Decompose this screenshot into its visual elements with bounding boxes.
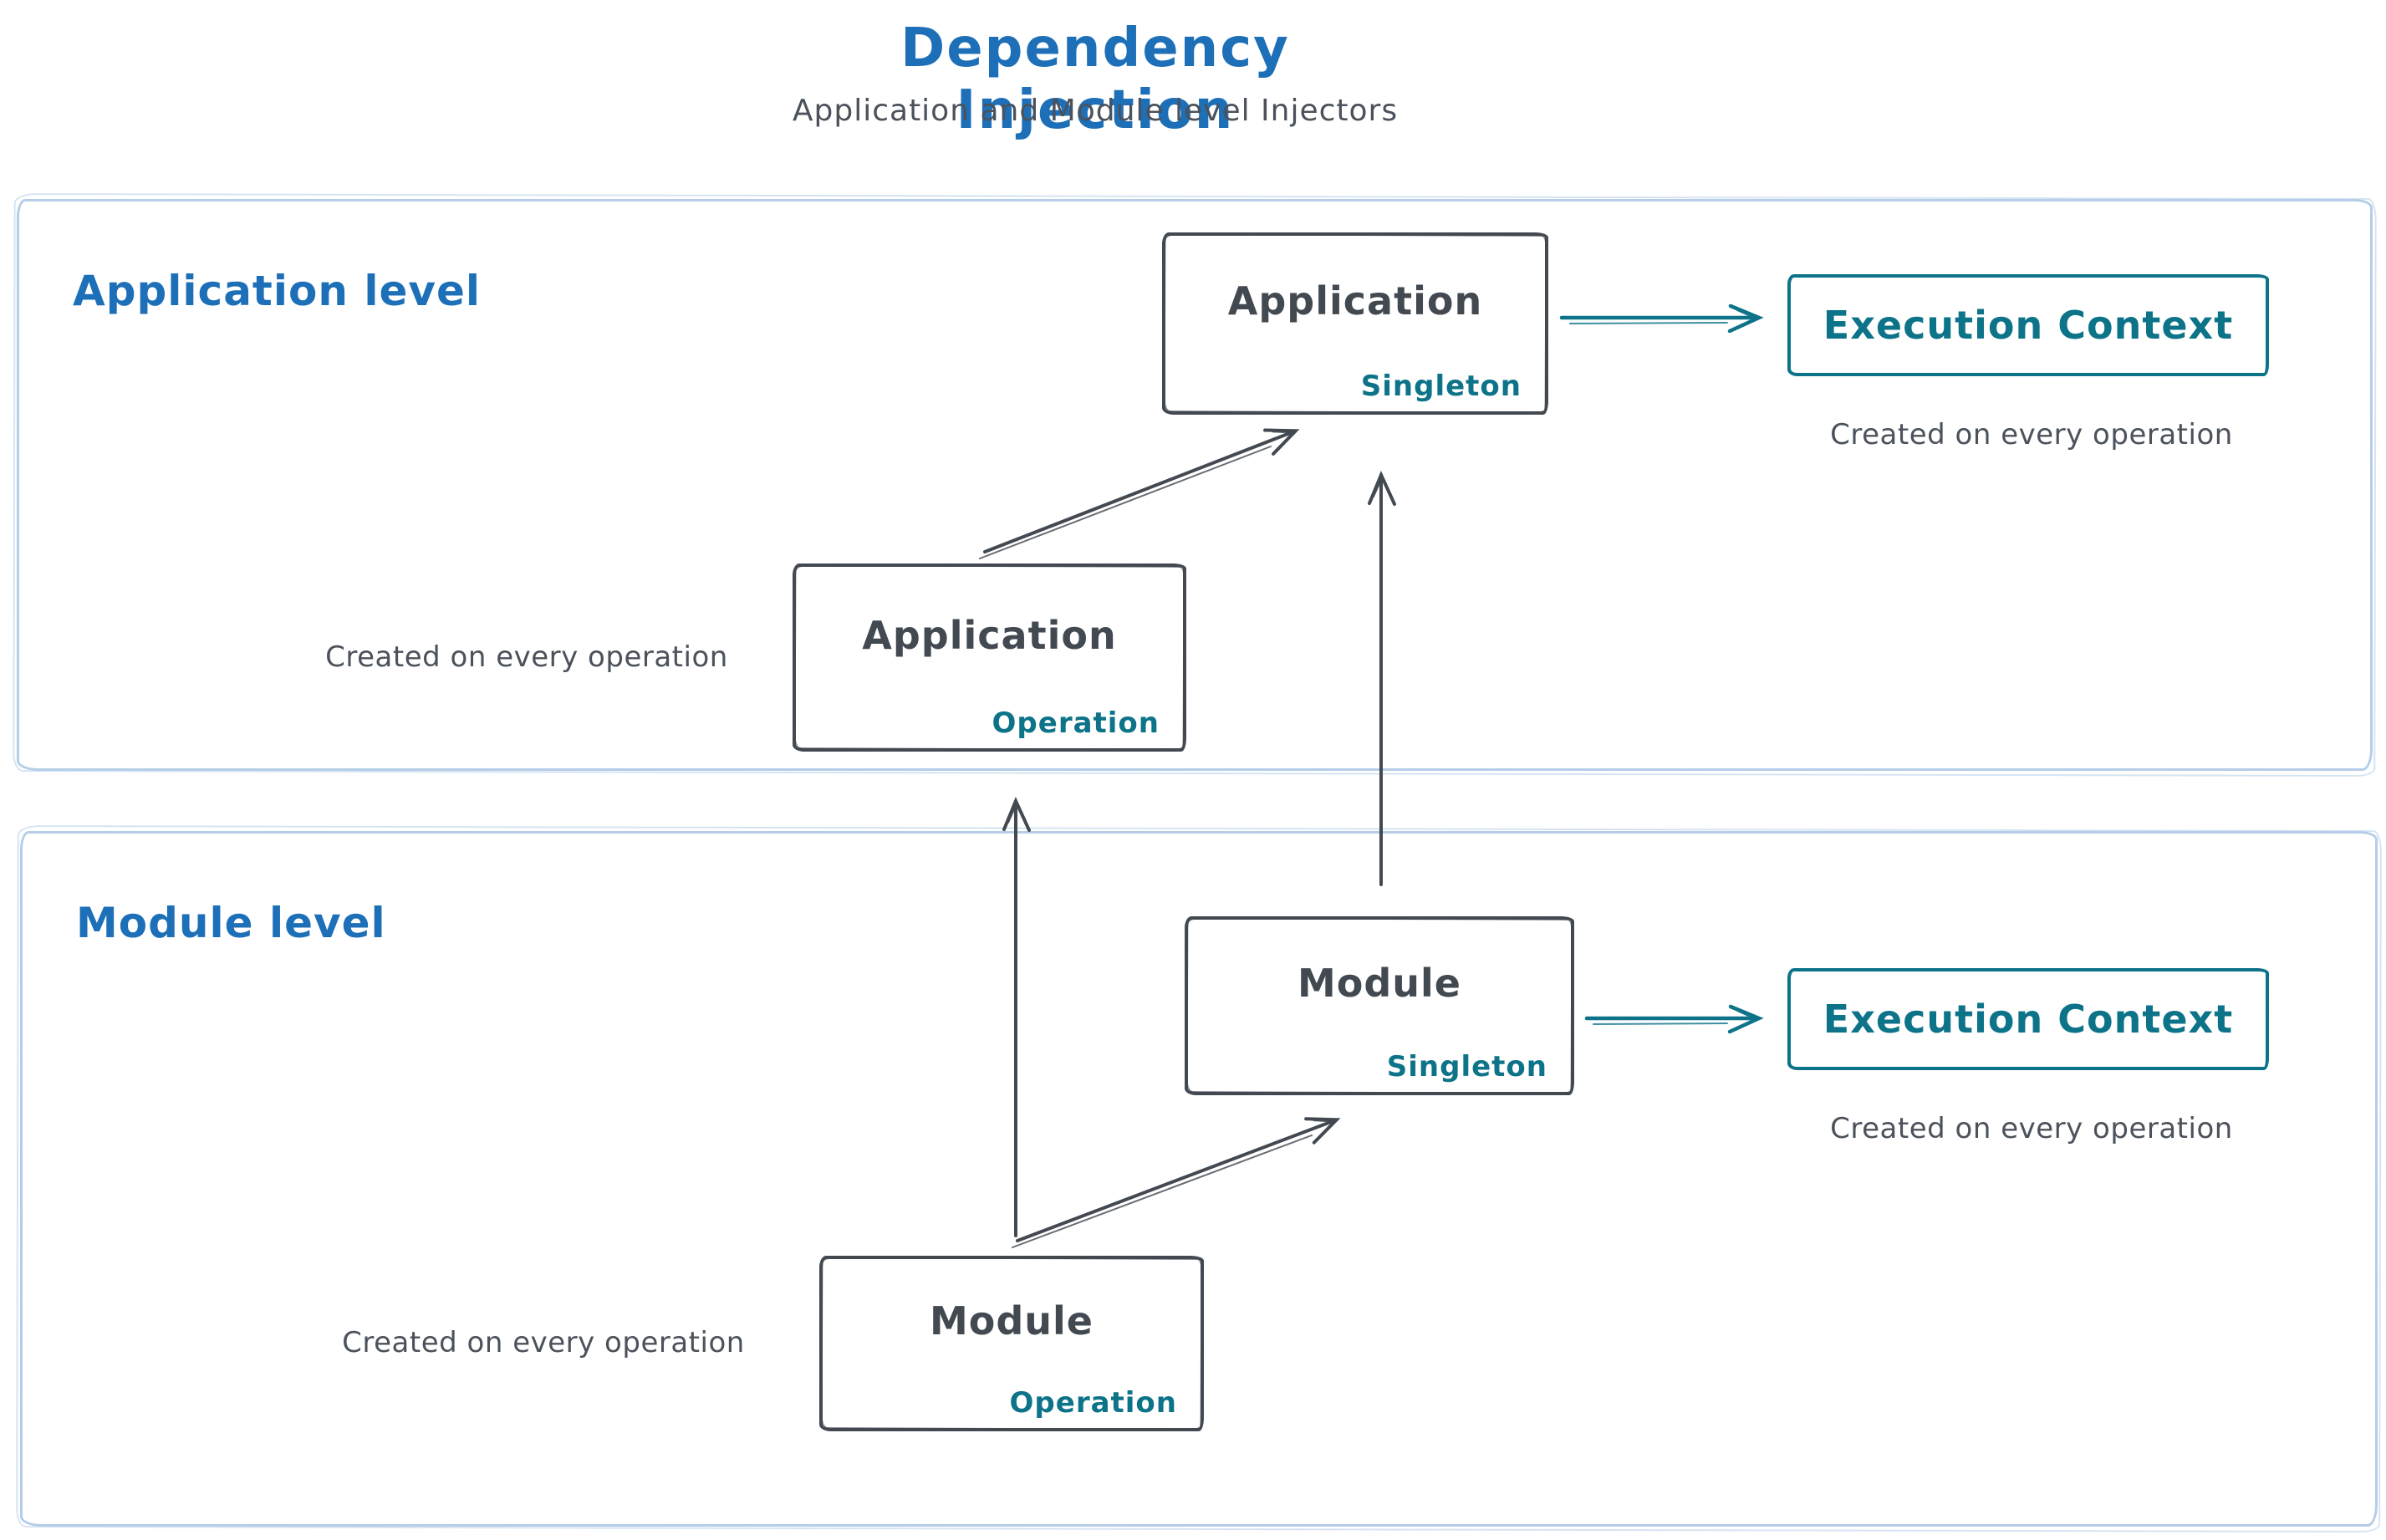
application-level-section: Application level <box>17 199 2373 771</box>
application-operation-tag: Operation <box>992 706 1160 740</box>
application-operation-box: Application Operation <box>793 563 1186 752</box>
module-execution-context-box: Execution Context <box>1787 968 2269 1070</box>
application-singleton-title: Application <box>1227 278 1483 324</box>
page-title: Dependency Injection <box>900 18 1290 141</box>
module-singleton-tag: Singleton <box>1386 1050 1547 1084</box>
application-singleton-tag: Singleton <box>1360 370 1522 403</box>
module-operation-box: Module Operation <box>819 1256 1204 1431</box>
application-operation-note: Created on every operation <box>325 640 728 674</box>
module-operation-tag: Operation <box>1009 1386 1177 1420</box>
module-level-label: Module level <box>76 899 386 947</box>
application-singleton-box: Application Singleton <box>1162 232 1548 415</box>
module-operation-note: Created on every operation <box>342 1326 745 1359</box>
application-execution-context-note: Created on every operation <box>1830 418 2233 451</box>
application-operation-title: Application <box>862 612 1117 658</box>
application-execution-context-box: Execution Context <box>1787 274 2269 376</box>
module-singleton-title: Module <box>1297 961 1462 1006</box>
module-execution-context-title: Execution Context <box>1823 997 2234 1042</box>
module-execution-context-note: Created on every operation <box>1830 1112 2233 1145</box>
page-subtitle: Application and Module level Injectors <box>792 94 1399 128</box>
module-operation-title: Module <box>929 1298 1094 1344</box>
module-level-section: Module level <box>20 831 2378 1527</box>
application-level-label: Application level <box>73 267 482 315</box>
module-singleton-box: Module Singleton <box>1185 916 1574 1095</box>
application-execution-context-title: Execution Context <box>1823 303 2234 348</box>
